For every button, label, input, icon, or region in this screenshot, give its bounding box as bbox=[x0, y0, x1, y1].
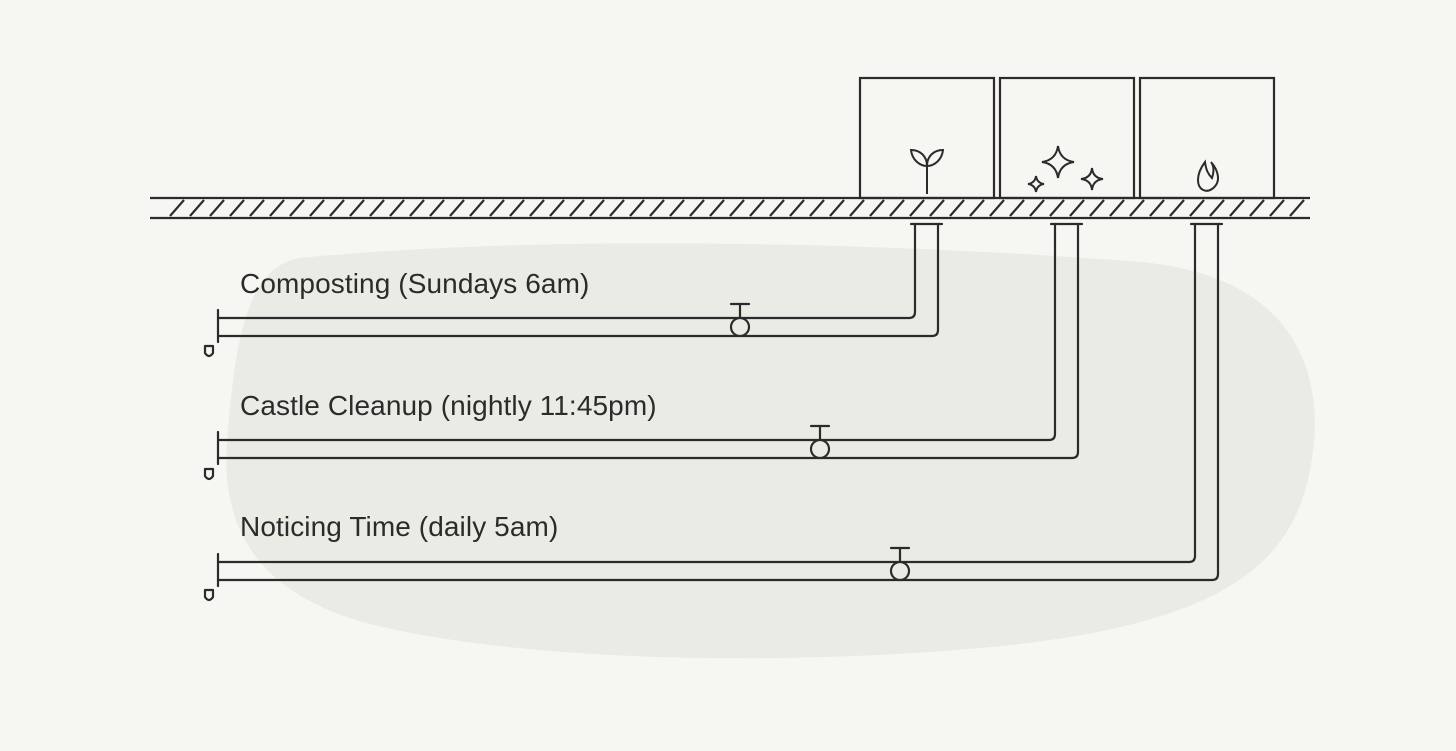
pipe-wall bbox=[216, 222, 1220, 582]
pipe-wall bbox=[216, 222, 917, 320]
pipe-nozzle bbox=[203, 344, 215, 358]
pipe-0 bbox=[203, 222, 944, 358]
valve-icon bbox=[729, 302, 751, 338]
pipe-wall bbox=[216, 222, 940, 338]
valve-icon bbox=[889, 546, 911, 582]
bin-cleanup bbox=[998, 76, 1136, 200]
sparkles-icon bbox=[1027, 145, 1104, 193]
pipe-2 bbox=[203, 222, 1224, 602]
pipe-wall bbox=[216, 222, 1080, 460]
pipe-label-noticing-time: Noticing Time (daily 5am) bbox=[240, 511, 559, 542]
pipe-1 bbox=[203, 222, 1084, 481]
background-blob bbox=[226, 243, 1315, 659]
sprout-icon bbox=[909, 148, 945, 194]
pipe-wall bbox=[216, 222, 1057, 442]
pipe-label-castle-cleanup: Castle Cleanup (nightly 11:45pm) bbox=[240, 390, 657, 421]
valve-icon bbox=[809, 424, 831, 460]
flame-icon bbox=[1196, 159, 1219, 192]
floor-hatching bbox=[169, 199, 1305, 217]
pipe-wall bbox=[216, 222, 1197, 564]
floor bbox=[150, 196, 1310, 220]
pipe-nozzle bbox=[203, 588, 215, 602]
pipe-label-composting: Composting (Sundays 6am) bbox=[240, 268, 590, 299]
pipe-nozzle bbox=[203, 467, 215, 481]
bin-compost bbox=[858, 76, 996, 200]
bin-noticing bbox=[1138, 76, 1276, 200]
